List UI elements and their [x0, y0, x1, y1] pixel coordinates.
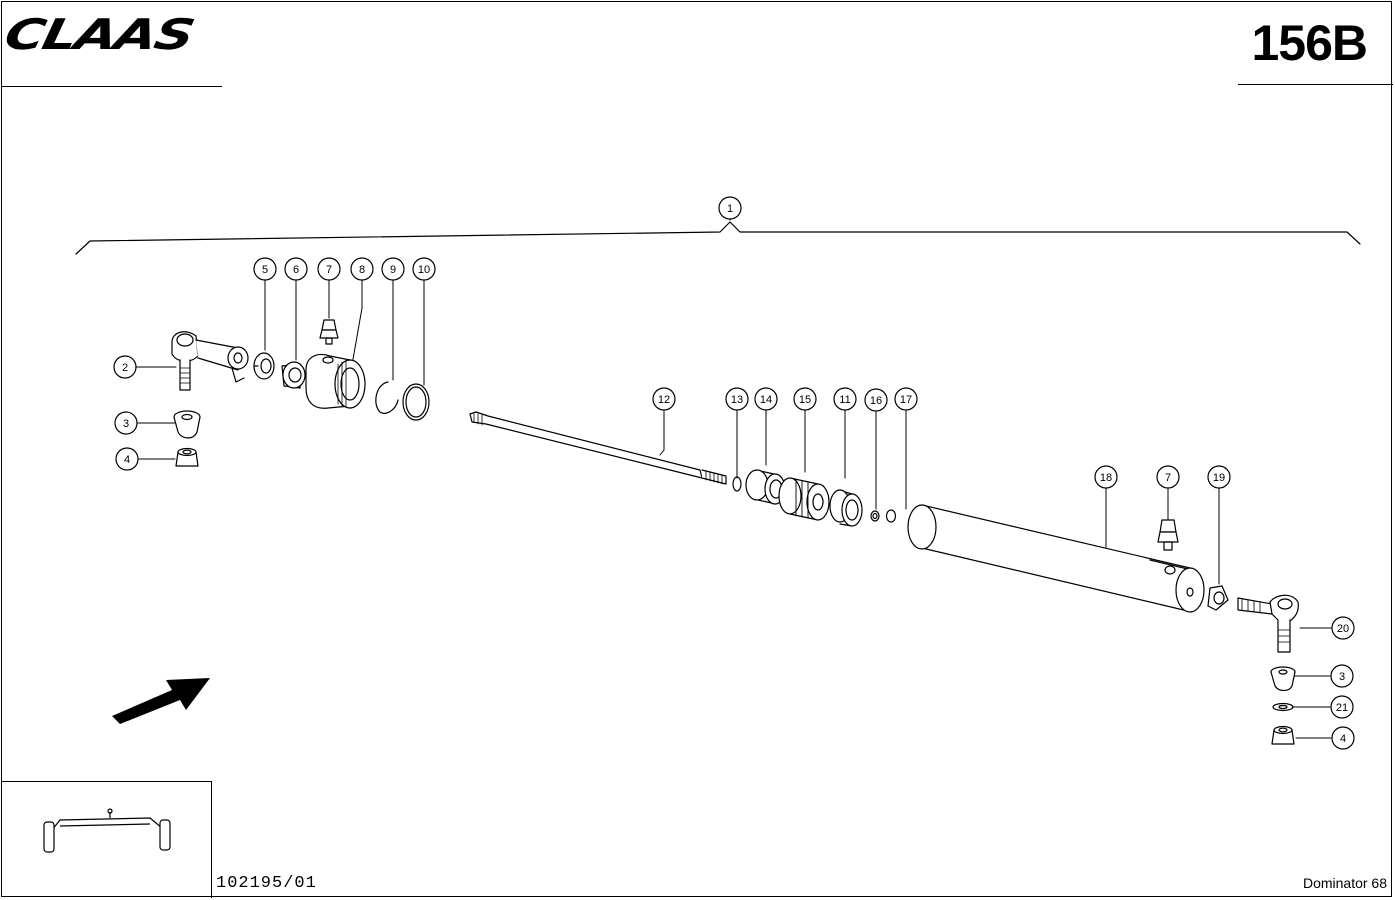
callout-17: 17	[894, 387, 918, 411]
grease-nipple-right	[1157, 519, 1179, 551]
svg-text:6: 6	[293, 264, 299, 276]
callout-21: 21	[1330, 695, 1354, 719]
callout-16: 16	[864, 388, 888, 412]
callout-14: 14	[754, 387, 778, 411]
seal-part-5	[253, 352, 275, 380]
callout-5: 5	[253, 257, 277, 281]
svg-text:1: 1	[727, 203, 733, 215]
model-name: Dominator 68	[1302, 875, 1387, 891]
grease-nipple-left	[319, 319, 339, 345]
leader-lines	[135, 278, 1332, 739]
tie-rod-end-left	[171, 331, 249, 391]
callout-6: 6	[284, 257, 308, 281]
lock-nut-part-19	[1207, 585, 1229, 611]
svg-text:17: 17	[900, 394, 912, 406]
svg-text:13: 13	[731, 394, 743, 406]
svg-text:19: 19	[1213, 472, 1225, 484]
o-ring-part-10	[402, 383, 430, 421]
bearing-ring-part-6	[281, 361, 306, 389]
callout-19: 19	[1207, 465, 1231, 489]
cone-bushing-left	[173, 410, 201, 439]
svg-text:10: 10	[418, 264, 430, 276]
washer-part-17	[885, 509, 897, 523]
assembly-bracket	[75, 216, 1361, 255]
cone-bushing-right	[1270, 666, 1296, 692]
nut-part-16	[870, 510, 880, 522]
svg-text:12: 12	[658, 394, 670, 406]
callout-2: 2	[113, 355, 137, 379]
svg-text:16: 16	[870, 395, 882, 407]
circlip-part-9	[375, 381, 399, 414]
svg-text:9: 9	[390, 264, 396, 276]
svg-text:3: 3	[1339, 671, 1345, 683]
callout-8: 8	[350, 257, 374, 281]
svg-text:18: 18	[1100, 472, 1112, 484]
o-ring-part-13	[732, 476, 742, 492]
svg-text:8: 8	[359, 264, 365, 276]
seal-ring-part-11	[829, 489, 863, 527]
svg-text:15: 15	[799, 394, 811, 406]
page-code: 156B	[1251, 15, 1368, 71]
svg-text:14: 14	[760, 394, 772, 406]
callout-7-left: 7	[317, 257, 341, 281]
cylinder-tube-part-18	[907, 504, 1205, 613]
callout-18: 18	[1094, 465, 1118, 489]
svg-text:7: 7	[326, 264, 332, 276]
callout-15: 15	[793, 387, 817, 411]
piston-part-15	[778, 477, 830, 521]
tie-rod-end-right	[1237, 594, 1299, 653]
callout-10: 10	[412, 257, 436, 281]
nut-right	[1271, 725, 1295, 745]
callout-3-right: 3	[1330, 664, 1354, 688]
svg-text:5: 5	[262, 264, 268, 276]
svg-text:20: 20	[1337, 623, 1349, 635]
page-code-underline	[1238, 84, 1393, 85]
callout-1: 1	[718, 196, 742, 220]
callout-9: 9	[381, 257, 405, 281]
callout-20: 20	[1331, 616, 1355, 640]
svg-text:2: 2	[122, 362, 128, 374]
callout-7-right: 7	[1156, 465, 1180, 489]
callout-13: 13	[725, 387, 749, 411]
svg-text:7: 7	[1165, 472, 1171, 484]
callout-4-left: 4	[115, 447, 139, 471]
nut-left	[175, 447, 199, 467]
callout-11: 11	[833, 387, 857, 411]
cylinder-head-part-8	[305, 353, 366, 409]
piston-rod-part-12	[469, 411, 727, 485]
svg-text:4: 4	[124, 454, 130, 466]
svg-text:11: 11	[839, 394, 850, 406]
svg-text:3: 3	[123, 418, 129, 430]
guide-ring-part-14	[745, 469, 786, 505]
callout-4-right: 4	[1331, 726, 1355, 750]
svg-text:4: 4	[1340, 733, 1346, 745]
svg-text:21: 21	[1336, 702, 1348, 714]
axle-thumbnail-icon	[43, 808, 171, 853]
callout-12: 12	[652, 387, 676, 411]
callouts: 1 2 3 4 5 6 7 8 9 10 12 13 14 15 11 16 1…	[113, 196, 1355, 750]
overview-thumbnail-box	[1, 781, 212, 898]
arrow-icon	[112, 678, 210, 724]
drawing-number: 102195/01	[216, 874, 317, 893]
washer-part-21	[1272, 702, 1294, 712]
callout-3-left: 3	[114, 411, 138, 435]
brand-underline	[2, 86, 222, 87]
